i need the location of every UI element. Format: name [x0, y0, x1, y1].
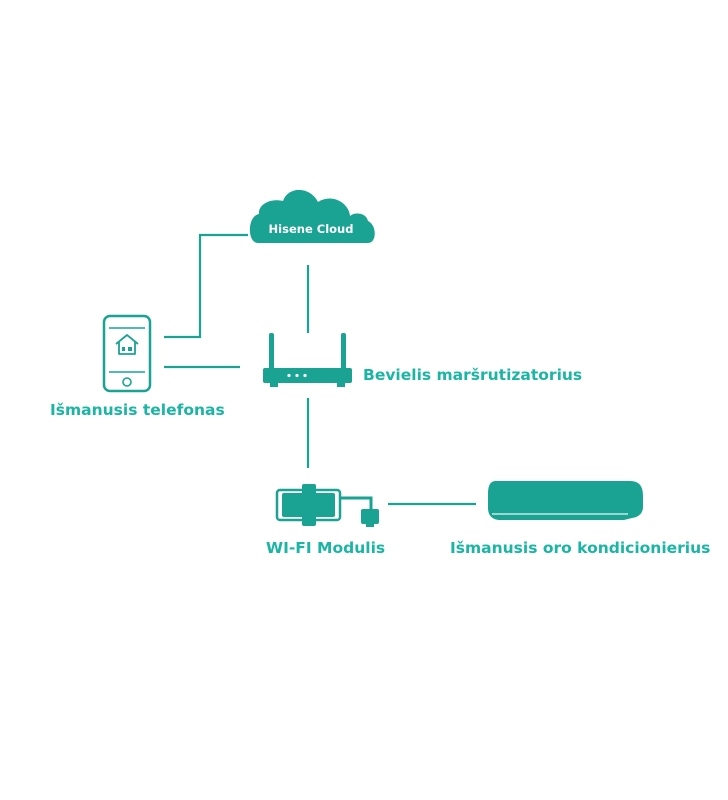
phone-label: Išmanusis telefonas [50, 401, 225, 419]
home-app-icon [115, 334, 139, 355]
router-icon [263, 333, 352, 387]
link-phone-cloud [164, 233, 248, 339]
air-conditioner-icon [488, 481, 643, 520]
cloud-icon: Hisene Cloud [249, 189, 375, 243]
wifi-module-icon [275, 484, 379, 527]
wifi-module-label: WI-FI Modulis [266, 539, 386, 557]
router-label: Bevielis maršrutizatorius [363, 366, 583, 384]
cloud-label: Hisene Cloud [269, 222, 354, 236]
smartphone-icon [102, 314, 152, 393]
air-conditioner-label: Išmanusis oro kondicionierius [450, 539, 711, 557]
